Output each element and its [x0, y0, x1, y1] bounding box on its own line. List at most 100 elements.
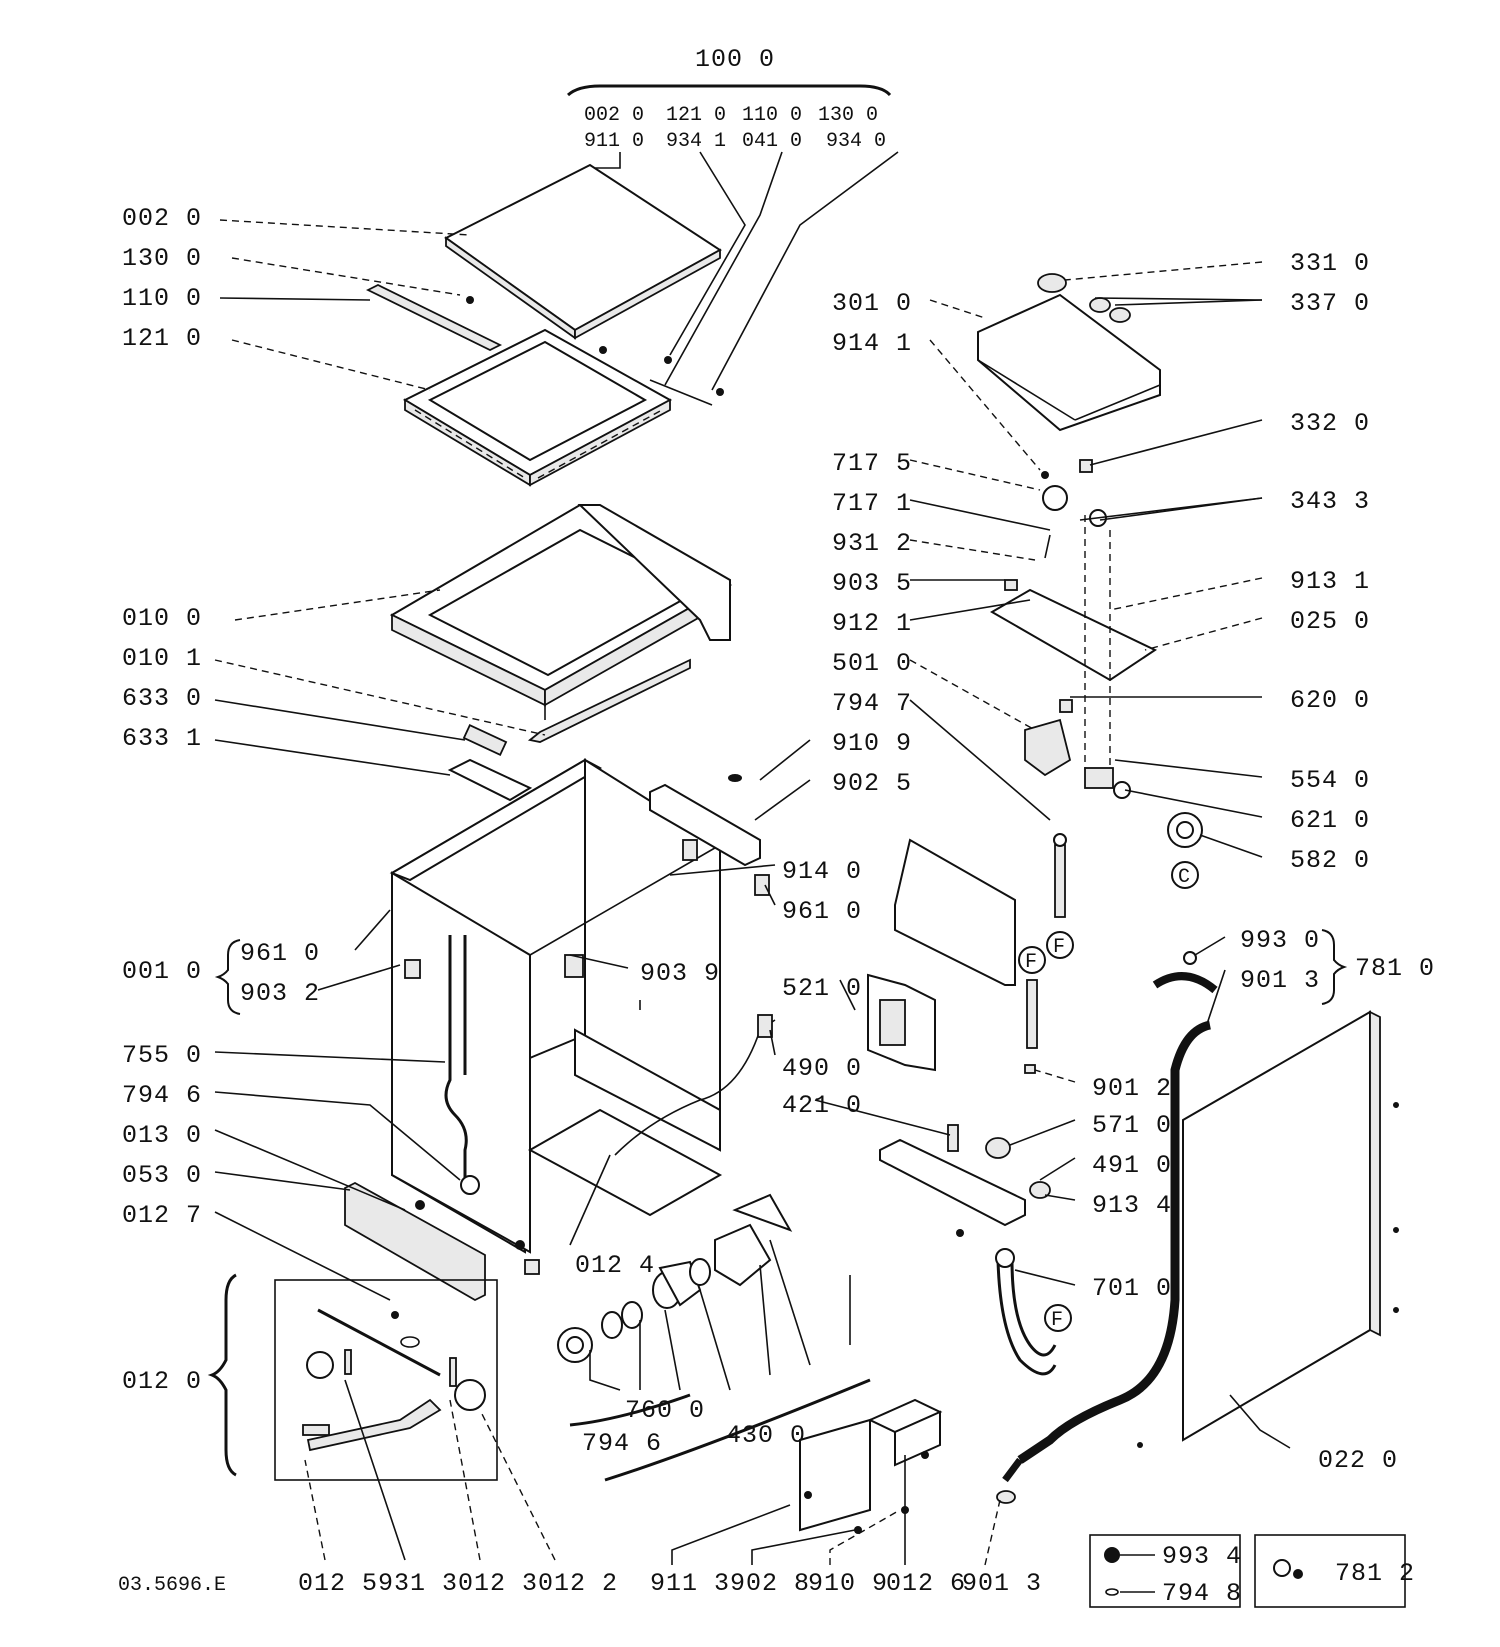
pump-motor [714, 1223, 772, 1287]
bracket-633-1 [447, 758, 533, 802]
control-subpanel [990, 588, 1158, 682]
label-914-1: 914 1 [832, 329, 912, 358]
group-row2-1: 934 1 [666, 130, 726, 153]
label-701-0: 701 0 [1092, 1274, 1172, 1303]
label-794-6b: 794 6 [582, 1429, 662, 1458]
label-012-5: 012 5 [298, 1569, 378, 1598]
bracket-633-0 [462, 724, 508, 756]
label-910-9: 910 9 [832, 729, 912, 758]
label-633-1: 633 1 [122, 724, 202, 753]
label-901-3b: 901 3 [962, 1569, 1042, 1598]
top-lid-assembly [365, 163, 724, 487]
base-plate [344, 1181, 486, 1302]
label-913-1: 913 1 [1290, 567, 1370, 596]
drawing-id: 03.5696.E [118, 1574, 226, 1597]
label-331-0: 331 0 [1290, 249, 1370, 278]
hinge-bar [365, 283, 503, 352]
water-valve [1024, 718, 1072, 777]
label-texts: 002 0 130 0 110 0 121 0 010 0 010 1 633 … [118, 204, 1434, 1598]
label-332-0: 332 0 [1290, 409, 1370, 438]
pump-group [557, 1193, 871, 1482]
cabinet-assembly [344, 758, 776, 1302]
label-903-2: 903 2 [240, 979, 320, 1008]
label-010-1: 010 1 [122, 644, 202, 673]
label-903-5: 903 5 [832, 569, 912, 598]
clamp-icon [1273, 1559, 1303, 1579]
control-panel [977, 293, 1161, 432]
kit-frame [274, 1279, 498, 1481]
label-110-0: 110 0 [122, 284, 202, 313]
control-rail [649, 783, 761, 867]
label-571-0: 571 0 [1092, 1111, 1172, 1140]
leader-lines [214, 219, 1291, 1566]
label-130-0: 130 0 [122, 244, 202, 273]
label-490-0: 490 0 [782, 1054, 862, 1083]
inlet-hose [996, 1259, 1057, 1376]
rear-cover-panel [894, 838, 1016, 986]
motor-bracket [879, 1124, 1051, 1237]
label-001-0: 001 0 [122, 957, 202, 986]
inner-lid-assembly [389, 503, 733, 802]
label-013-0: 013 0 [122, 1121, 202, 1150]
label-931-3: 931 3 [378, 1569, 458, 1598]
label-012-7: 012 7 [122, 1201, 202, 1230]
rear-cover [894, 833, 1067, 1074]
label-903-9: 903 9 [640, 959, 720, 988]
legend-box-2 [1254, 1534, 1406, 1608]
label-582-0: 582 0 [1290, 846, 1370, 875]
label-913-4: 913 4 [1092, 1191, 1172, 1220]
label-794-6: 794 6 [122, 1081, 202, 1110]
top-group-header: 100 0 002 0 121 0 110 0 130 0 911 0 934 … [566, 45, 899, 391]
motor-mount [879, 1138, 1026, 1227]
group-label-100: 100 0 [695, 45, 775, 74]
legend: 993 4 794 8 781 2 [1089, 1534, 1415, 1608]
side-panel-plate [1182, 1010, 1371, 1442]
label-337-0: 337 0 [1290, 289, 1370, 318]
label-755-0: 755 0 [122, 1041, 202, 1070]
label-012-4: 012 4 [575, 1251, 655, 1280]
label-002-0: 002 0 [122, 204, 202, 233]
cabinet-front-panel [391, 871, 531, 1254]
legend-box-1 [1089, 1534, 1241, 1608]
legend-781-2: 781 2 [1335, 1559, 1415, 1588]
group-row2-0: 911 0 [584, 130, 644, 153]
circled-letter-f-1: F [1053, 936, 1065, 959]
group-bracket [566, 84, 892, 97]
circled-letters: F F F C [1018, 861, 1199, 1332]
rod [527, 658, 691, 743]
vertical-hose [1054, 844, 1066, 918]
circled-letter-f-3: F [1051, 1309, 1063, 1332]
filter-box [867, 973, 936, 1072]
group-row2-2: 041 0 [742, 130, 802, 153]
group-row1-0: 002 0 [584, 104, 644, 127]
legend-993-4: 993 4 [1162, 1542, 1242, 1571]
label-012-0: 012 0 [122, 1367, 202, 1396]
label-633-0: 633 0 [122, 684, 202, 713]
label-343-3: 343 3 [1290, 487, 1370, 516]
label-053-0: 053 0 [122, 1161, 202, 1190]
label-621-0: 621 0 [1290, 806, 1370, 835]
label-554-0: 554 0 [1290, 766, 1370, 795]
label-901-3: 901 3 [1240, 966, 1320, 995]
control-bracket [649, 774, 770, 896]
label-901-2: 901 2 [1092, 1074, 1172, 1103]
internal-hose [444, 935, 468, 1185]
circled-letter-f-2: F [1025, 951, 1037, 974]
label-961-0: 961 0 [240, 939, 320, 968]
drain-hose [1017, 1020, 1212, 1464]
label-961-0b: 961 0 [782, 897, 862, 926]
label-012-2: 012 2 [538, 1569, 618, 1598]
control-panel-assembly [977, 273, 1203, 848]
washer-icon [1105, 1588, 1119, 1596]
rivet-icon [1104, 1547, 1120, 1563]
label-717-5: 717 5 [832, 449, 912, 478]
label-022-0: 022 0 [1318, 1446, 1398, 1475]
label-911-3: 911 3 [650, 1569, 730, 1598]
group-row1-2: 110 0 [742, 104, 802, 127]
label-301-0: 301 0 [832, 289, 912, 318]
legend-794-8: 794 8 [1162, 1579, 1242, 1608]
label-491-0: 491 0 [1092, 1151, 1172, 1180]
knob [1037, 273, 1067, 293]
drain-hose-781 [996, 951, 1218, 1504]
group-row2-3: 934 0 [826, 130, 886, 153]
